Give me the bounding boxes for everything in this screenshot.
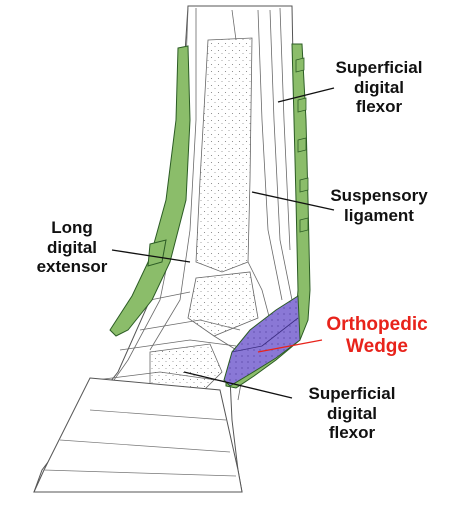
- leader-suspensory: [251, 191, 335, 211]
- wedge-line: [231, 317, 299, 353]
- leader-superficial-bottom: [183, 371, 293, 399]
- label-superficial-digital-flexor-bottom: Superficial digital flexor: [308, 384, 396, 442]
- back-bandage: [225, 43, 311, 389]
- label-long-digital-extensor: Long digital extensor: [36, 218, 108, 276]
- label-suspensory-ligament: Suspensory ligament: [330, 186, 428, 225]
- leader-long-extensor: [111, 249, 191, 263]
- front-bandage-flap: [147, 239, 167, 267]
- label-orthopedic-wedge: Orthopedic Wedge: [326, 314, 428, 357]
- label-superficial-digital-flexor-top: Superficial digital flexor: [335, 58, 423, 116]
- back-bandage-flaps: [295, 57, 309, 233]
- leader-superficial-top: [277, 87, 335, 103]
- hoof-lines: [43, 409, 237, 477]
- cannon-bone: [195, 37, 253, 273]
- leader-lines: [111, 87, 335, 399]
- front-bandage: [109, 45, 191, 337]
- pastern-bone: [187, 271, 259, 337]
- leader-wedge: [257, 339, 323, 353]
